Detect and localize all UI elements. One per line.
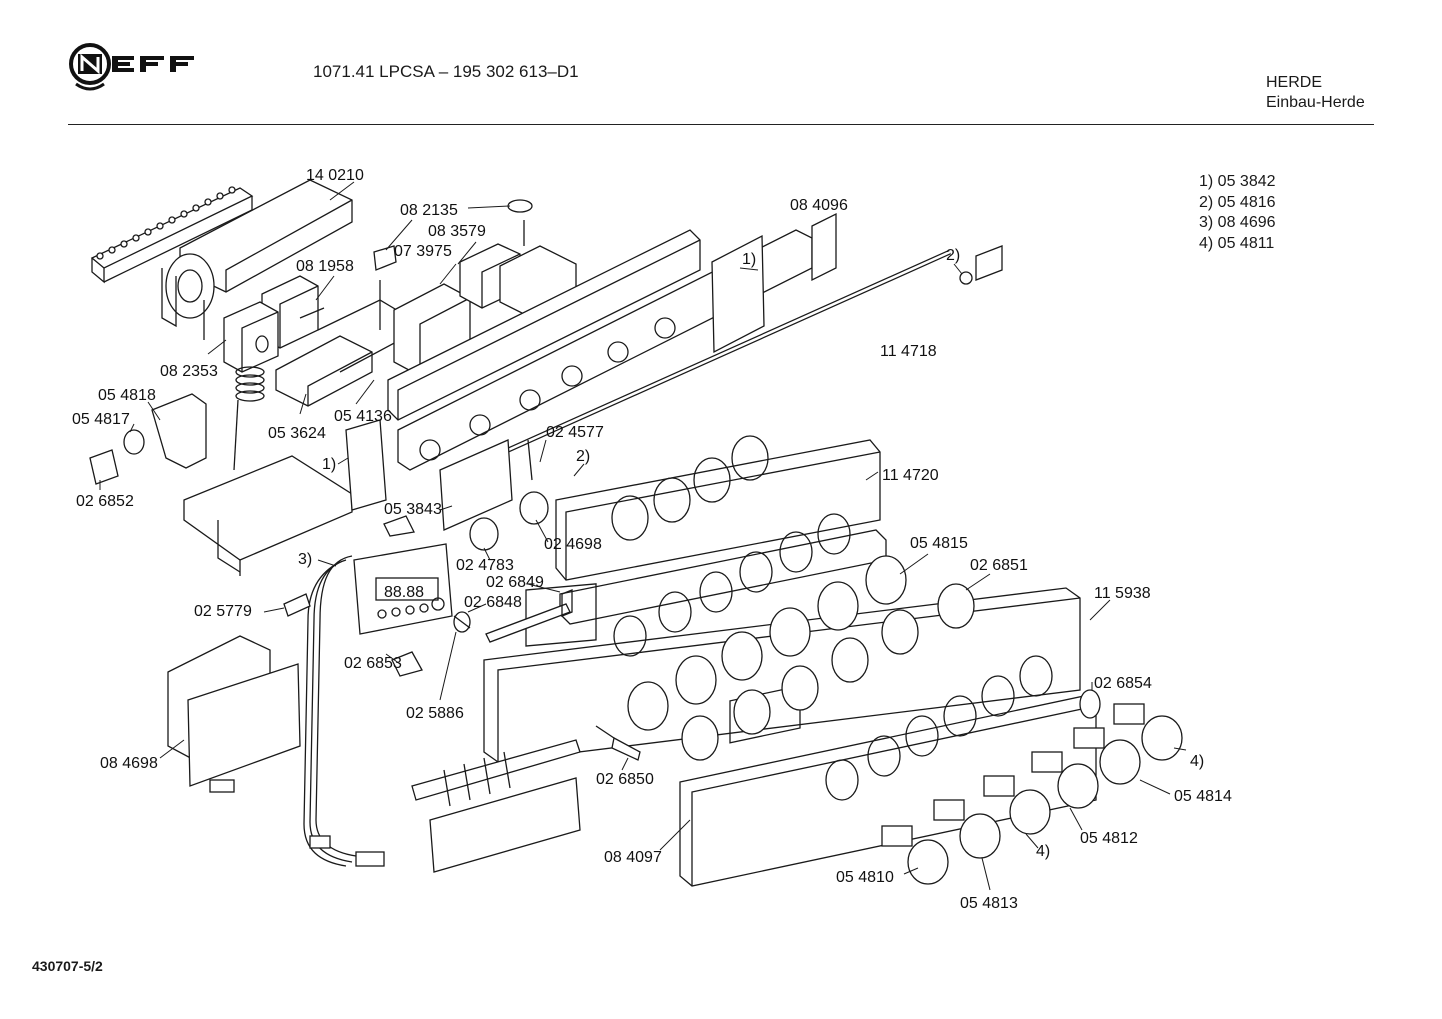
display-digits: 88.88	[384, 584, 424, 601]
part-label-026853: 02 6853	[344, 655, 402, 672]
part-label-073975: 07 3975	[394, 243, 452, 260]
part-label-024698: 02 4698	[544, 536, 602, 553]
part-label-054814: 05 4814	[1174, 788, 1232, 805]
part-label-053843: 05 3843	[384, 501, 442, 518]
heating-rod-114718	[484, 249, 952, 463]
cap-026854	[1079, 689, 1101, 719]
part-label-024577: 02 4577	[546, 424, 604, 441]
part-label-054810: 05 4810	[836, 869, 894, 886]
note-1-top: 1)	[742, 251, 756, 268]
terminal-screws	[96, 186, 236, 260]
category-line-2: Einbau-Herde	[1266, 94, 1365, 111]
capillary-thermostat	[233, 366, 265, 471]
neff-logo	[68, 42, 228, 99]
electronic-module-084698	[167, 635, 301, 793]
note-1-mid: 1)	[322, 456, 336, 473]
part-label-054818: 05 4818	[98, 387, 156, 404]
clock-display-module	[353, 543, 453, 635]
part-label-026850: 02 6850	[596, 771, 654, 788]
note-4-right: 4)	[1190, 753, 1204, 770]
category-line-1: HERDE	[1266, 74, 1323, 91]
spacer-025779	[283, 593, 311, 617]
legend-item-3: 3) 08 4696	[1199, 214, 1276, 231]
legend-item-1: 1) 05 3842	[1199, 173, 1276, 190]
footnote-legend: 1) 05 3842 2) 05 4816 3) 08 4696 4) 05 4…	[1199, 172, 1276, 254]
drawing-reference-code: 430707-5/2	[32, 958, 103, 974]
part-label-054136: 05 4136	[334, 408, 392, 425]
lamp-026852	[89, 449, 119, 485]
note-4-bottom: 4)	[1036, 843, 1050, 860]
note-3: 3)	[298, 551, 312, 568]
part-label-140210: 14 0210	[306, 167, 364, 184]
part-label-026854: 02 6854	[1094, 675, 1152, 692]
legend-item-2: 2) 05 4816	[1199, 193, 1276, 211]
bulb-026850	[595, 725, 641, 761]
part-label-082353: 08 2353	[160, 363, 218, 380]
note-2-top: 2)	[946, 247, 960, 264]
part-label-081958: 08 1958	[296, 258, 354, 275]
holder-053843	[383, 439, 513, 537]
bracket-026848	[485, 589, 573, 643]
part-label-053624: 05 3624	[268, 425, 326, 442]
cable-harness	[303, 555, 385, 867]
terminal-bracket-lower	[411, 739, 581, 873]
part-label-084096: 08 4096	[790, 197, 848, 214]
header-divider	[68, 124, 1374, 125]
reflector-024698	[469, 439, 549, 551]
part-label-026852: 02 6852	[76, 493, 134, 510]
part-label-026849: 02 6849	[486, 574, 544, 591]
fan-motor-part	[161, 179, 353, 340]
cover-1-left	[345, 419, 387, 511]
page-title: 1071.41 LPCSA – 195 302 613–D1	[313, 62, 579, 81]
part-label-114718: 11 4718	[880, 343, 937, 360]
part-label-115938: 11 5938	[1094, 585, 1151, 602]
part-label-025886: 02 5886	[406, 705, 464, 722]
part-label-054813: 05 4813	[960, 895, 1018, 912]
part-label-082135: 08 2135	[400, 202, 458, 219]
part-label-114720: 11 4720	[882, 467, 939, 484]
cover-plate-1	[711, 234, 765, 354]
part-label-026851: 02 6851	[970, 557, 1028, 574]
bulb-025886	[453, 611, 471, 633]
part-label-084097: 08 4097	[604, 849, 662, 866]
clip-026853	[391, 651, 423, 677]
part-label-024783: 02 4783	[456, 557, 514, 574]
part-label-026848: 02 6848	[464, 594, 522, 611]
trim-frame-084097	[679, 655, 1097, 887]
part-label-054812: 05 4812	[1080, 830, 1138, 847]
connector-block-053624	[275, 299, 401, 407]
spring-part-082135	[373, 199, 533, 330]
legend-item-4: 4) 05 4811	[1199, 234, 1275, 252]
bracket-part-084096	[811, 212, 1003, 285]
part-label-083579: 08 3579	[428, 223, 486, 240]
lamp-holder-054817	[123, 429, 145, 455]
part-label-054815: 05 4815	[910, 535, 968, 552]
lamp-bracket-054818	[151, 393, 207, 469]
part-label-054817: 05 4817	[72, 411, 130, 428]
category-label: HERDE Einbau-Herde	[1266, 73, 1365, 113]
control-knobs	[627, 555, 975, 761]
note-2-mid: 2)	[576, 448, 590, 465]
leader-lines	[99, 181, 1187, 891]
rotary-knobs-front	[881, 703, 1183, 885]
part-label-084698: 08 4698	[100, 755, 158, 772]
hood-plate	[183, 455, 353, 576]
switch-module-082353	[223, 301, 279, 373]
part-label-025779: 02 5779	[194, 603, 252, 620]
